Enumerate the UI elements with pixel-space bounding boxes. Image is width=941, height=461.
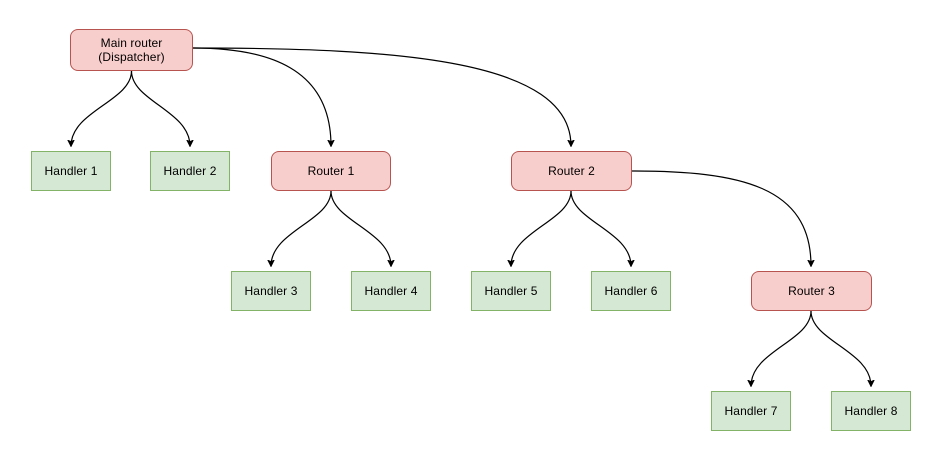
node-router-1[interactable]: Router 1 [271,151,391,191]
node-label-handler-7: Handler 7 [724,404,778,418]
node-label-handler-8: Handler 8 [844,404,898,418]
node-label-handler-6: Handler 6 [604,284,658,298]
node-label-handler-4: Handler 4 [364,284,418,298]
edge-router-2-to-handler-6 [570,190,631,266]
edge-router-1-to-handler-4 [330,190,391,266]
edge-router-1-to-handler-3 [271,190,332,266]
node-handler-1[interactable]: Handler 1 [31,151,111,191]
edge-router-3-to-handler-8 [810,310,871,386]
node-handler-3[interactable]: Handler 3 [231,271,311,311]
node-handler-5[interactable]: Handler 5 [471,271,551,311]
node-label-handler-3: Handler 3 [244,284,298,298]
edge-router-2-to-router-3 [631,170,811,266]
edge-router-2-to-handler-5 [511,190,572,266]
edge-main-router-to-router-1 [192,47,331,146]
node-handler-2[interactable]: Handler 2 [150,151,230,191]
node-main-router[interactable]: Main router (Dispatcher) [70,29,193,71]
node-handler-8[interactable]: Handler 8 [831,391,911,431]
node-label-router-2: Router 2 [548,164,595,178]
node-handler-6[interactable]: Handler 6 [591,271,671,311]
edge-main-router-to-router-2 [192,47,571,146]
node-label-router-1: Router 1 [307,164,355,178]
node-handler-7[interactable]: Handler 7 [711,391,791,431]
edge-main-router-to-handler-1 [71,70,133,146]
node-router-3[interactable]: Router 3 [751,271,872,311]
node-label-router-3: Router 3 [788,284,835,298]
node-label-handler-1: Handler 1 [44,164,98,178]
edge-main-router-to-handler-2 [130,70,191,146]
node-label-handler-5: Handler 5 [484,284,538,298]
node-label-handler-2: Handler 2 [163,164,217,178]
node-label-main-router: Main router (Dispatcher) [98,36,165,64]
edge-router-3-to-handler-7 [751,310,812,386]
edges-group [71,47,871,386]
node-router-2[interactable]: Router 2 [511,151,632,191]
node-handler-4[interactable]: Handler 4 [351,271,431,311]
